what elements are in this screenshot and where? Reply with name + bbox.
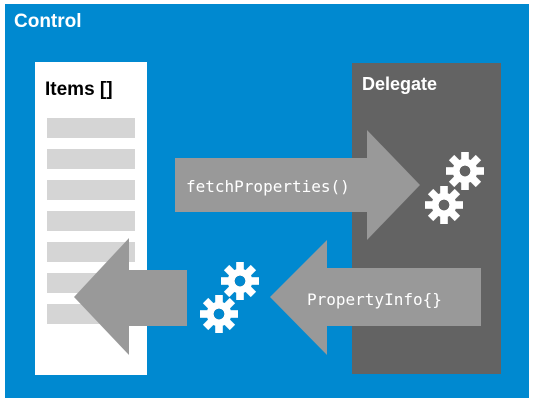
control-title: Control <box>14 11 82 32</box>
gears-icon <box>200 262 259 333</box>
item-row <box>47 149 135 169</box>
item-row <box>47 211 135 231</box>
items-panel: Items [] <box>35 62 147 375</box>
delegate-title: Delegate <box>362 74 437 94</box>
item-row <box>47 118 135 138</box>
property-info-arrow: PropertyInfo{} <box>270 240 481 355</box>
items-title: Items [] <box>45 79 113 100</box>
fetch-properties-arrow-shape <box>175 130 420 240</box>
property-info-label: PropertyInfo{} <box>307 290 442 309</box>
gears-icon <box>425 152 484 224</box>
item-row <box>47 180 135 200</box>
fetch-properties-label: fetchProperties() <box>186 177 350 196</box>
fetch-properties-arrow: fetchProperties() <box>175 130 420 240</box>
property-info-arrow-shape <box>270 240 481 355</box>
arrow-into-items <box>74 238 187 355</box>
